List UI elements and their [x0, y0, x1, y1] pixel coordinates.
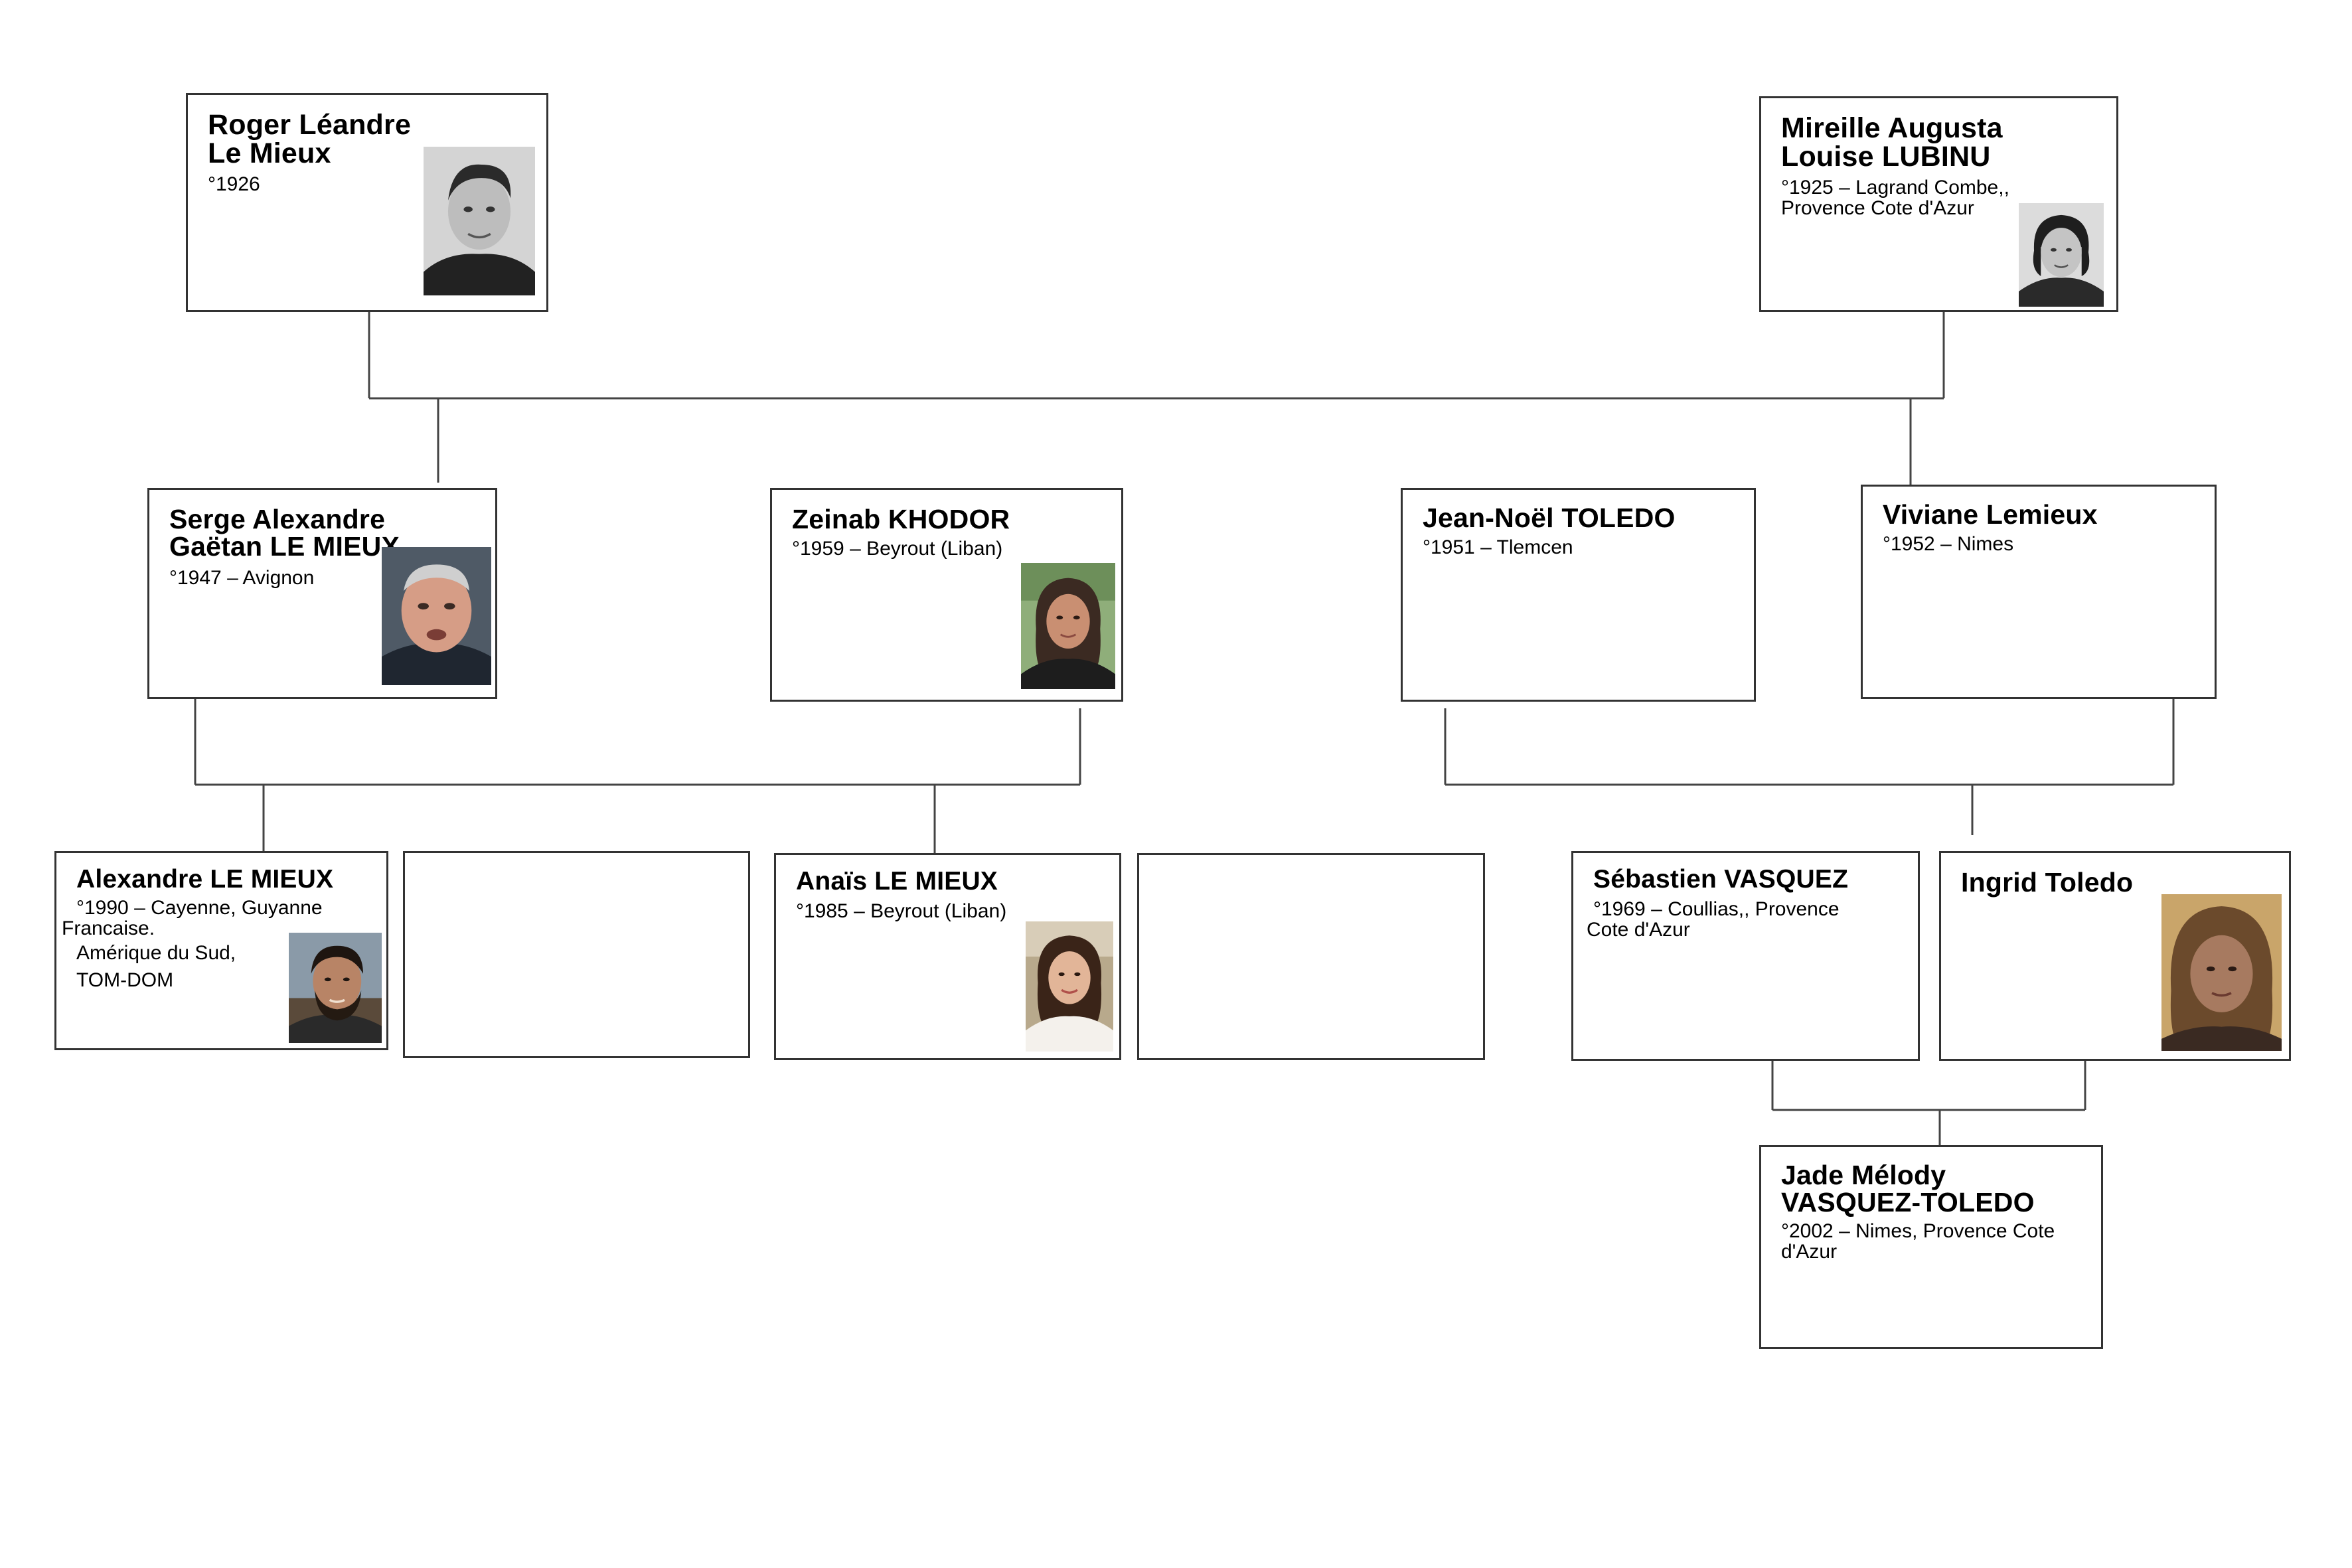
person-info: °1951 – Tlemcen: [1423, 536, 1573, 558]
person-name: Mireille Augusta Louise LUBINU: [1781, 112, 2003, 173]
person-name: Serge Alexandre Gaëtan LE MIEUX: [169, 504, 400, 562]
person-card-anais[interactable]: Anaïs LE MIEUX °1985 – Beyrout (Liban): [774, 853, 1121, 1060]
person-card-serge[interactable]: Serge Alexandre Gaëtan LE MIEUX °1947 – …: [147, 488, 497, 699]
person-name: Jean-Noël TOLEDO: [1423, 503, 1676, 533]
person-card-viviane[interactable]: Viviane Lemieux °1952 – Nimes: [1861, 485, 2217, 699]
person-name: Alexandre LE MIEUX: [76, 865, 334, 894]
portrait-photo-mireille: [2019, 203, 2104, 307]
person-info: °1985 – Beyrout (Liban): [796, 900, 1007, 922]
person-info: °1990 – Cayenne, Guyanne Francaise. Amér…: [62, 897, 323, 991]
portrait-photo-anais: [1026, 921, 1113, 1052]
person-card-roger[interactable]: Roger Léandre Le Mieux °1926: [186, 93, 548, 312]
person-card-ingrid[interactable]: Ingrid Toledo: [1939, 851, 2291, 1061]
person-info: °1952 – Nimes: [1883, 533, 2014, 555]
person-name: Roger Léandre Le Mieux: [208, 109, 412, 169]
person-name: Viviane Lemieux: [1883, 499, 2098, 530]
person-card-jade[interactable]: Jade Mélody VASQUEZ-TOLEDO °2002 – Nimes…: [1759, 1145, 2103, 1349]
person-name: Jade Mélody VASQUEZ-TOLEDO: [1781, 1160, 2035, 1217]
portrait-photo-zeinab: [1021, 563, 1115, 689]
person-info: °1947 – Avignon: [169, 567, 315, 589]
person-info: °1959 – Beyrout (Liban): [792, 538, 1003, 560]
person-name: Zeinab KHODOR: [792, 504, 1010, 534]
person-card-sebastien[interactable]: Sébastien VASQUEZ °1969 – Coullias,, Pro…: [1571, 851, 1920, 1061]
person-name: Sébastien VASQUEZ: [1593, 865, 1849, 894]
person-card-jeannoel[interactable]: Jean-Noël TOLEDO °1951 – Tlemcen: [1401, 488, 1756, 702]
person-name: Ingrid Toledo: [1961, 867, 2134, 898]
portrait-photo-alexandre: [289, 933, 382, 1043]
portrait-photo-serge: [382, 547, 491, 685]
person-card-alexandre[interactable]: Alexandre LE MIEUX °1990 – Cayenne, Guya…: [54, 851, 388, 1050]
person-name: Anaïs LE MIEUX: [796, 867, 998, 896]
person-card-empty-2[interactable]: [1137, 853, 1485, 1060]
person-info: °1925 – Lagrand Combe,, Provence Cote d'…: [1781, 177, 2009, 219]
person-info: °2002 – Nimes, Provence Cote d'Azur: [1781, 1220, 2055, 1263]
person-card-zeinab[interactable]: Zeinab KHODOR °1959 – Beyrout (Liban): [770, 488, 1123, 702]
person-info: °1969 – Coullias,, Provence Cote d'Azur: [1587, 898, 1840, 941]
person-info: °1926: [208, 173, 260, 195]
person-card-empty-1[interactable]: [403, 851, 750, 1058]
portrait-photo-roger: [424, 147, 535, 295]
portrait-photo-ingrid: [2161, 894, 2282, 1051]
person-card-mireille[interactable]: Mireille Augusta Louise LUBINU °1925 – L…: [1759, 96, 2118, 312]
